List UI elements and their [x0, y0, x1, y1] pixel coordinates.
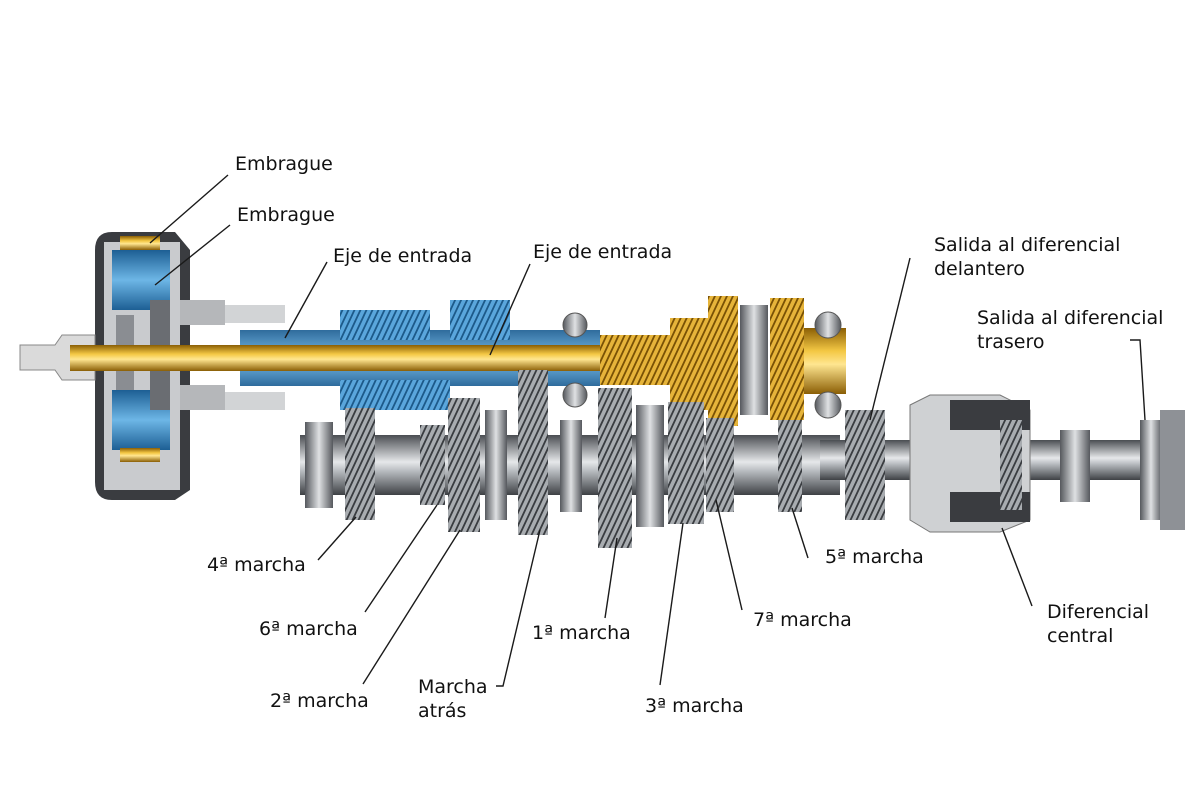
countershaft	[300, 370, 840, 548]
label-gear-4: 4ª marcha	[207, 554, 306, 576]
label-gear-3: 3ª marcha	[645, 695, 744, 717]
input-shaft	[70, 300, 680, 410]
label-rear-diff-output: Salida al diferencial trasero	[977, 307, 1164, 353]
center-differential	[820, 394, 1185, 533]
label-gear-7: 7ª marcha	[753, 609, 852, 631]
label-input-shaft-2: Eje de entrada	[533, 241, 673, 263]
label-front-diff-output: Salida al diferencial delantero	[934, 234, 1121, 280]
leader-lines	[149, 174, 1146, 687]
label-gear-5: 5ª marcha	[825, 546, 924, 568]
label-input-shaft-1: Eje de entrada	[333, 245, 473, 267]
label-gear-6: 6ª marcha	[259, 618, 358, 640]
label-clutch-2: Embrague	[237, 204, 335, 226]
label-gear-2: 2ª marcha	[270, 690, 369, 712]
label-center-differential: Diferencial central	[1047, 601, 1150, 647]
label-clutch-1: Embrague	[235, 153, 333, 175]
label-gear-1: 1ª marcha	[532, 622, 631, 644]
upper-gold-gears	[600, 296, 846, 426]
label-reverse-gear: Marcha atrás	[418, 676, 488, 722]
